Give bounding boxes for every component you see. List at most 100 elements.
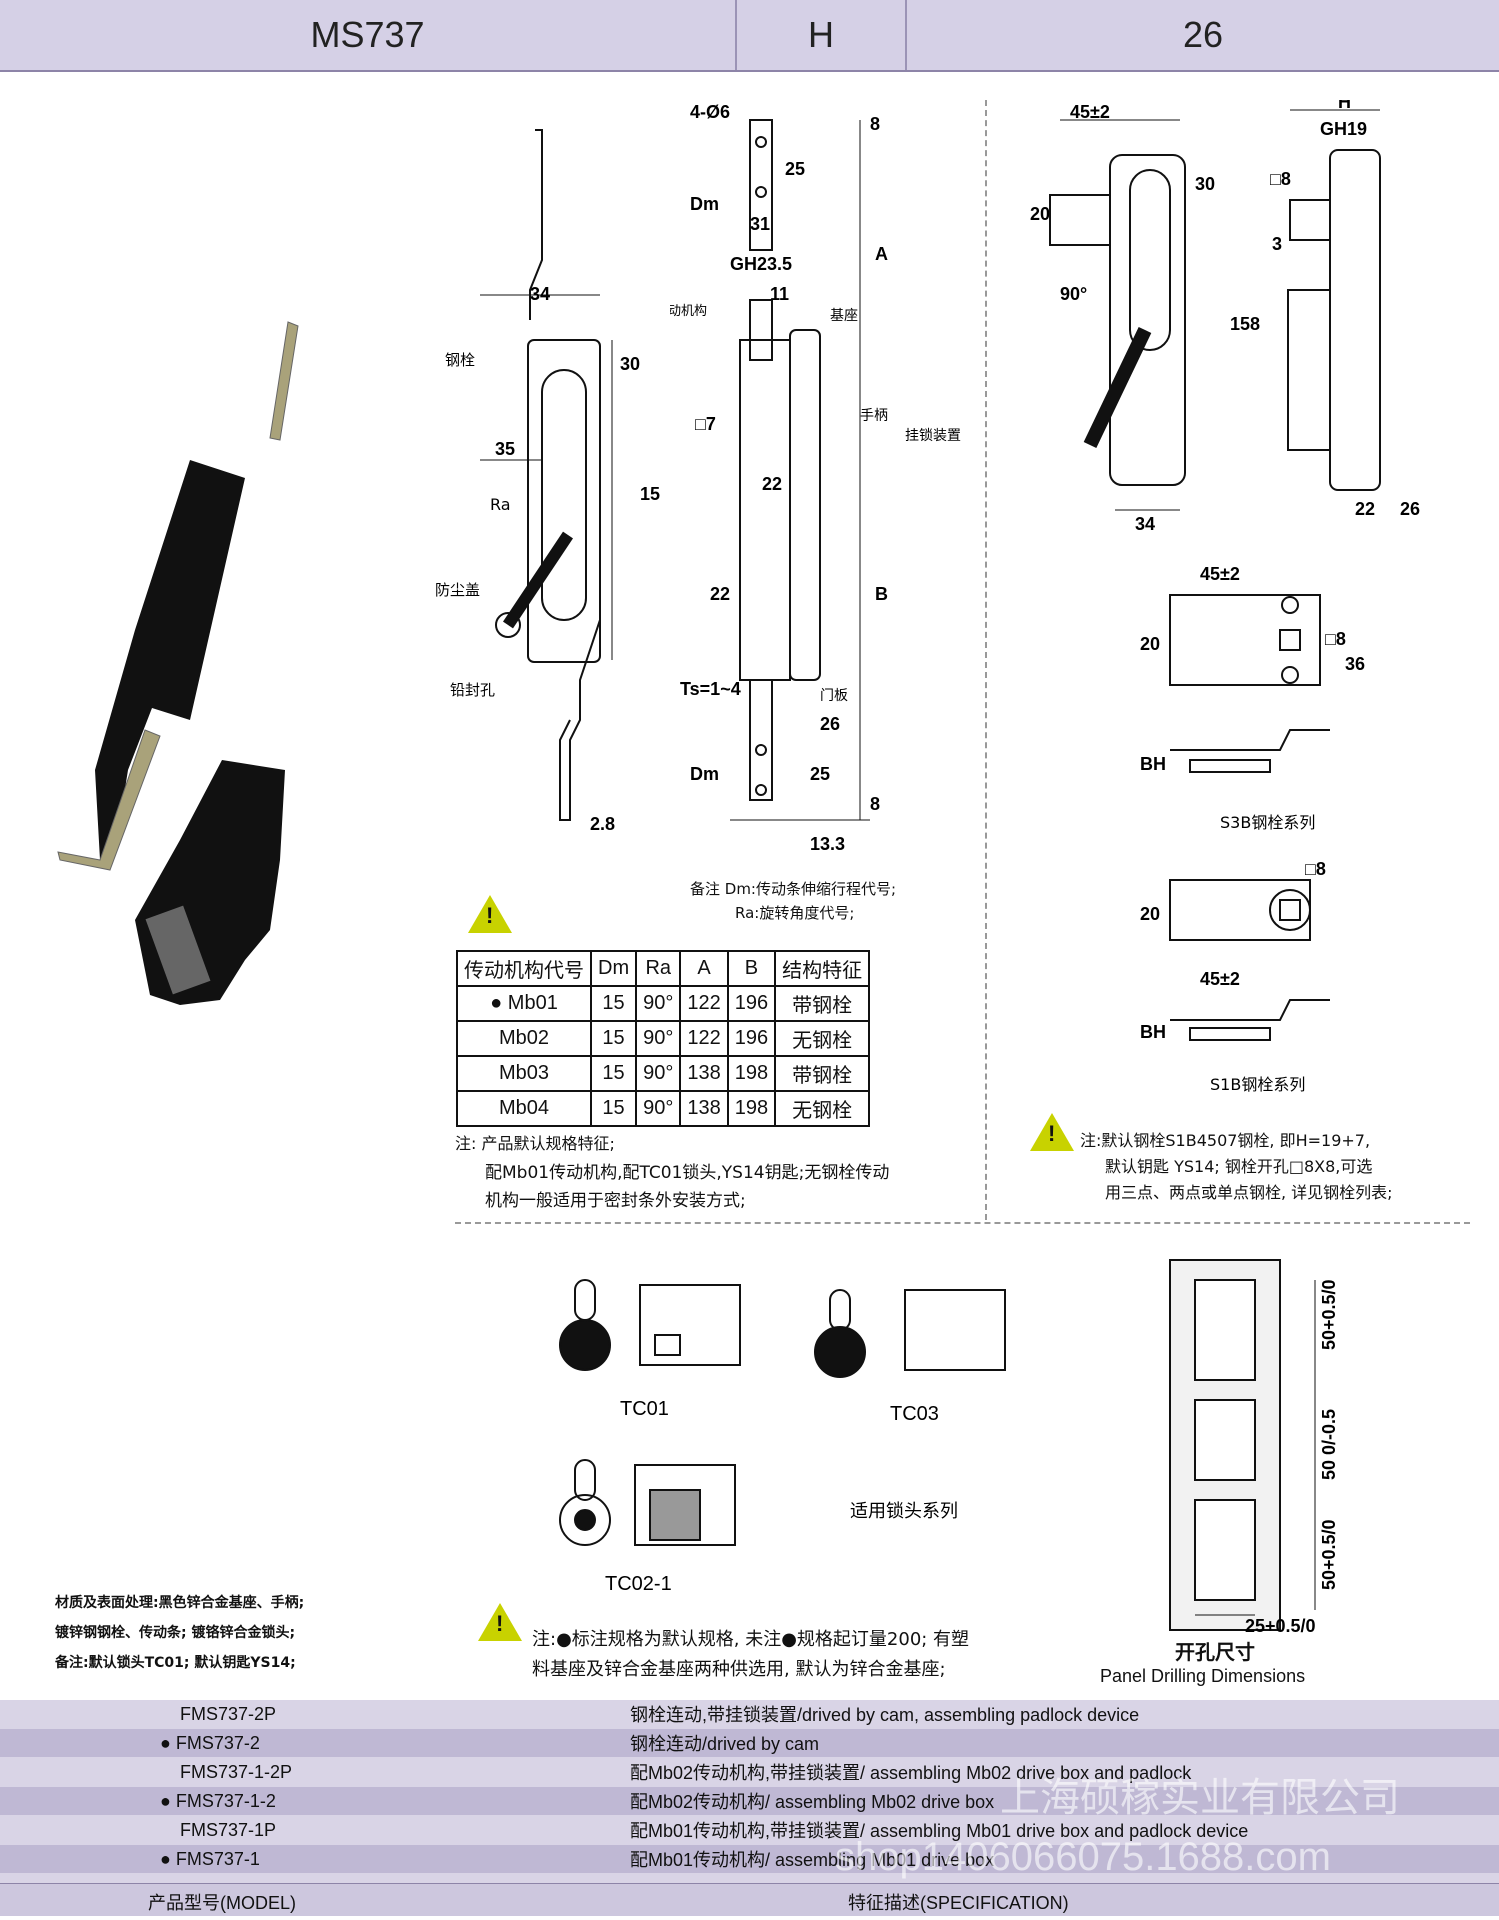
bolt-s1b-drawing: □8 20 45±2 BH S1B钢栓系列 [1140,860,1330,1094]
spec-table-header: 传动机构代号 Dm Ra A B 结构特征 [456,950,871,987]
table-cell: 15 [589,1020,638,1057]
table-cell: 带钢栓 [774,985,871,1022]
warning-icon: ! [468,895,512,933]
dim-8-square: □8 [1270,169,1291,189]
dim-dm-bottom: Dm [690,764,719,784]
dim-158-right: 158 [1230,314,1260,334]
table-cell: 带钢栓 [774,1055,871,1092]
model-code: FMS737-2P [180,1703,277,1724]
note-right-line-2: 默认钥匙 YS14; 钢栓开孔□8X8,可选 [1105,1157,1373,1176]
warning-icon: ! [478,1603,522,1641]
model-code: ● FMS737-1 [160,1848,260,1869]
dim-22-right: 22 [1355,499,1375,519]
watermark-company: 上海硕稼实业有限公司 [1000,1775,1400,1821]
lock-cylinder [145,905,211,995]
table-cell: 138 [679,1090,729,1127]
table-cell: 198 [726,1090,777,1127]
dim-h: H [1338,100,1351,112]
col-header: A [679,950,729,987]
header-divider [735,0,737,70]
table-cell: Mb04 [456,1090,592,1127]
watermark-url: shop1406066075.1688.com [835,1835,1331,1879]
spec-table: 传动机构代号 Dm Ra A B 结构特征 ● Mb01 15 90° 122 … [456,950,871,1127]
bottom-note-line-2: 料基座及锌合金基座两种供选用, 默认为锌合金基座; [532,1659,946,1680]
dim-158: 158 [640,484,660,504]
table-cell: Mb02 [456,1020,592,1057]
bolt-bottom [57,729,161,871]
table-row: Mb04 15 90° 138 198 无钢栓 [456,1090,871,1127]
s3b-dim-36: 36 [1345,654,1365,674]
model-spec: 钢栓连动,带挂锁装置/drived by cam, assembling pad… [630,1705,1140,1725]
model-code: ● FMS737-2 [160,1732,260,1753]
label-dust-cover: 防尘盖 [435,581,480,599]
product-photo [40,300,340,1020]
table-cell: 90° [635,1090,682,1127]
dim-34: 34 [530,284,550,304]
dim-11: 11 [770,284,789,304]
table-cell: 196 [726,1020,777,1057]
dim-a: A [875,244,888,264]
table-cell: 15 [589,1090,638,1127]
model-table: FMS737-2P 钢栓连动,带挂锁装置/drived by cam, asse… [0,1700,1499,1912]
s3b-dim-45: 45±2 [1200,564,1240,584]
lock-tc02-label: TC02-1 [605,1573,672,1595]
dim-b: B [875,584,888,604]
table-cell: 196 [726,985,777,1022]
dim-25-bottom: 25 [810,764,830,784]
note-left-line-2: 配Mb01传动机构,配TC01锁头,YS14钥匙;无钢栓传动 [485,1163,890,1183]
table-cell: 15 [589,1055,638,1092]
col-header: 结构特征 [774,950,871,987]
panel-dim-width: 25+0.5/0 [1245,1616,1316,1636]
dim-22-upper: 22 [762,474,782,494]
dim-34-right: 34 [1135,514,1155,534]
table-row: ● Mb01 15 90° 122 196 带钢栓 [456,985,871,1022]
table-row: FMS737-1-2P 配Mb02传动机构,带挂锁装置/ assembling … [0,1758,1499,1786]
panel-title: 开孔尺寸 [1175,1640,1255,1664]
model-code: FMS737-1P [180,1819,277,1840]
model-code: FMS737-1-2P [180,1761,293,1782]
material-line-2: 镀锌钢钢栓、传动条; 镀铬锌合金锁头; [55,1625,296,1641]
dim-45: 45±2 [1070,102,1110,122]
table-cell: 138 [679,1055,729,1092]
dim-30-right: 30 [1195,174,1215,194]
s1b-dim-8: □8 [1305,860,1326,879]
model-spec: 配Mb01传动机构,带挂锁装置/ assembling Mb01 drive b… [630,1821,1249,1841]
s1b-caption: S1B钢栓系列 [1210,1075,1305,1094]
dim-gh19: GH19 [1320,119,1367,139]
panel-drilling-drawing: 50+0.5/0 50 0/-0.5 50+0.5/0 25+0.5/0 [1169,1259,1339,1636]
header-divider [905,0,907,70]
s1b-dim-bh: BH [1140,1022,1166,1042]
right-views-drawing: 45±2 30 20 90° 158 34 H GH19 □8 3 22 26 [1030,100,1420,534]
table-cell: ● Mb01 [456,985,592,1022]
warning-icon: ! [1030,1113,1074,1151]
header-h-label: H [808,14,834,55]
dim-4-holes: 4-Ø6 [690,102,730,122]
dim-35: 35 [495,439,515,459]
remark-line-1: 备注 Dm:传动条伸缩行程代号; [690,880,897,898]
label-mechanism: 传动机构 [670,304,707,319]
dim-90-deg: 90° [1060,284,1087,304]
table-row: Mb02 15 90° 122 196 无钢栓 [456,1020,871,1057]
table-row: FMS737-2P 钢栓连动,带挂锁装置/drived by cam, asse… [0,1700,1499,1728]
table-cell: 198 [726,1055,777,1092]
dim-20-right: 20 [1030,204,1050,224]
dim-gh23-5: GH23.5 [730,254,792,274]
model-spec: 钢栓连动/drived by cam [630,1734,820,1754]
table-cell: 122 [679,985,729,1022]
label-handle: 手柄 [860,408,888,424]
lock-tc03-label: TC03 [890,1403,939,1425]
footer-spec-label: 特征描述(SPECIFICATION) [848,1893,1069,1913]
note-left-line-1: 注: 产品默认规格特征; [455,1134,615,1153]
lock-heads-drawing: TC01 TC03 TC02-1 适用锁头系列 [559,1279,1006,1595]
footer-model-label: 产品型号(MODEL) [148,1893,296,1913]
panel-dim-top: 50+0.5/0 [1319,1279,1339,1350]
table-cell: 90° [635,1020,682,1057]
table-cell: 90° [635,1055,682,1092]
divider [455,1222,1470,1224]
label-door: 门板 [820,688,848,704]
dim-2-8: 2.8 [590,814,615,834]
label-base: 基座 [830,307,858,324]
material-line-1: 材质及表面处理:黑色锌合金基座、手柄; [55,1595,305,1611]
header-bar: MS737 H 26 [0,0,1499,72]
table-row: ● FMS737-1-2 配Mb02传动机构/ assembling Mb02 … [0,1787,1499,1815]
